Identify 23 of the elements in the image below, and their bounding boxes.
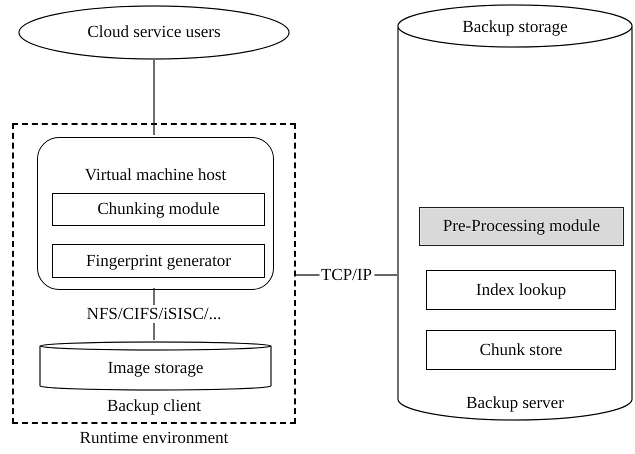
- node-label: Image storage: [106, 358, 204, 378]
- node-label: Chunk store: [478, 340, 564, 360]
- process-box: [52, 244, 265, 278]
- node-label: Chunking module: [96, 199, 221, 219]
- process-box: [419, 207, 624, 246]
- edge-label: NFS/CIFS/iSISC/...: [84, 305, 224, 323]
- node-label: Fingerprint generator: [85, 251, 232, 271]
- storage-cylinder: [397, 5, 633, 420]
- rounded-box: [37, 137, 274, 290]
- storage-cylinder: [39, 342, 272, 390]
- node-label: Backup storage: [461, 17, 569, 37]
- node-label: Backup client: [106, 396, 202, 416]
- node-label: Pre-Processing module: [442, 216, 602, 236]
- node-label: Backup server: [465, 393, 565, 413]
- process-box: [426, 330, 616, 370]
- process-box: [52, 193, 265, 226]
- node-label: Cloud service users: [86, 22, 222, 42]
- connector-line: [153, 60, 155, 135]
- process-box: [426, 270, 616, 310]
- node-label: Virtual machine host: [84, 165, 228, 185]
- ellipse-node: [18, 5, 290, 60]
- node-label: Index lookup: [474, 280, 568, 300]
- node-label: Runtime environment: [78, 428, 230, 448]
